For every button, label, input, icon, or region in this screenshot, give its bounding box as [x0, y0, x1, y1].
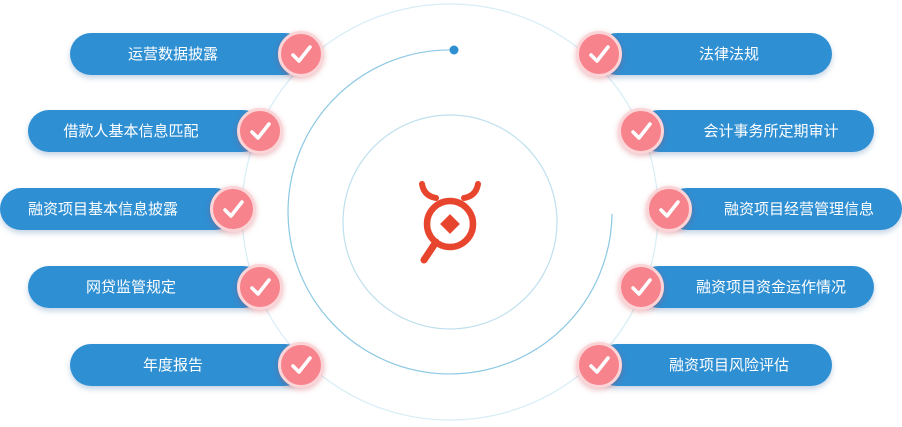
left-item-4: 网贷监管规定	[28, 266, 264, 308]
checkmark-icon	[589, 45, 610, 63]
right-item-1: 法律法规	[596, 33, 832, 75]
left-item-2: 借款人基本信息匹配	[28, 110, 264, 152]
checkmark-icon	[250, 278, 271, 296]
left-item-5-label: 年度报告	[142, 356, 203, 374]
left-item-1-check	[278, 31, 324, 77]
left-item-2-label: 借款人基本信息匹配	[63, 122, 199, 140]
right-item-3-label: 融资项目经营管理信息	[723, 200, 874, 218]
right-item-1-check	[576, 31, 622, 77]
brand-logo-icon	[419, 181, 481, 264]
checkmark-icon	[659, 200, 680, 218]
left-item-3-check	[210, 186, 256, 232]
checkmark-icon	[291, 356, 312, 374]
right-item-4-label: 融资项目资金运作情况	[695, 278, 846, 296]
right-item-1-label: 法律法规	[698, 45, 759, 63]
right-item-3-check	[646, 186, 692, 232]
right-item-4-check	[618, 264, 664, 310]
right-item-3: 融资项目经营管理信息	[666, 188, 902, 230]
checkmark-icon	[631, 278, 652, 296]
checkmark-icon	[589, 356, 610, 374]
left-item-5-check	[278, 342, 324, 388]
right-item-2: 会计事务所定期审计	[638, 110, 874, 152]
right-item-4: 融资项目资金运作情况	[638, 266, 874, 308]
left-item-5: 年度报告	[70, 344, 306, 386]
checkmark-icon	[291, 45, 312, 63]
left-item-4-label: 网贷监管规定	[85, 278, 176, 296]
right-item-5-check	[576, 342, 622, 388]
left-item-1-label: 运营数据披露	[127, 45, 218, 63]
right-item-5-label: 融资项目风险评估	[668, 356, 789, 374]
left-item-2-check	[237, 108, 283, 154]
inner-ring	[342, 114, 558, 330]
checkmark-icon	[250, 122, 271, 140]
left-item-3-label: 融资项目基本信息披露	[27, 200, 178, 218]
left-item-1: 运营数据披露	[70, 33, 306, 75]
checkmark-icon	[223, 200, 244, 218]
checkmark-icon	[631, 122, 652, 140]
orbit-arc	[287, 49, 613, 375]
left-item-3: 融资项目基本信息披露	[0, 188, 236, 230]
right-item-2-label: 会计事务所定期审计	[703, 122, 839, 140]
left-item-4-check	[237, 264, 283, 310]
right-item-2-check	[618, 108, 664, 154]
right-item-5: 融资项目风险评估	[596, 344, 832, 386]
orbit-dot	[449, 45, 459, 55]
